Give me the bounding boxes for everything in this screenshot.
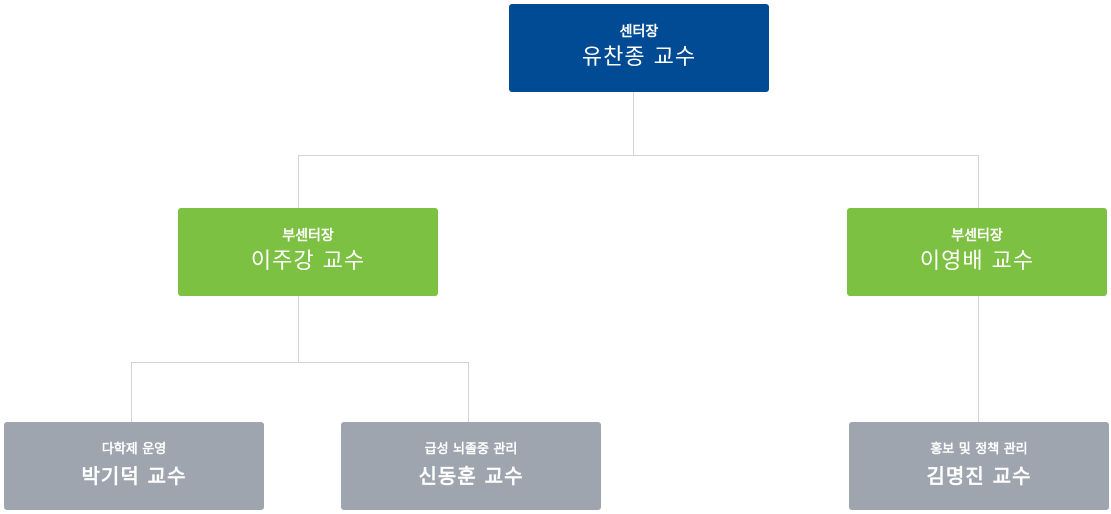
member-box: 다학제 운영 박기덕 교수 xyxy=(4,422,264,510)
vice-director-box: 부센터장 이주강 교수 xyxy=(178,208,438,296)
member-role: 홍보 및 정책 관리 xyxy=(930,442,1028,457)
connector-line xyxy=(468,362,469,422)
member-name: 신동훈 교수 xyxy=(418,464,524,488)
connector-line xyxy=(298,155,979,156)
member-box: 급성 뇌졸중 관리 신동훈 교수 xyxy=(341,422,601,510)
connector-line xyxy=(978,155,979,208)
connector-line xyxy=(633,92,634,155)
vice-director-name: 이주강 교수 xyxy=(250,249,366,274)
vice-director-role: 부센터장 xyxy=(951,228,1003,244)
vice-director-box: 부센터장 이영배 교수 xyxy=(847,208,1107,296)
member-role: 다학제 운영 xyxy=(101,442,167,457)
connector-line xyxy=(131,362,132,422)
director-name: 유찬종 교수 xyxy=(581,45,697,70)
connector-line xyxy=(298,296,299,362)
director-box: 센터장 유찬종 교수 xyxy=(509,4,769,92)
vice-director-name: 이영배 교수 xyxy=(919,249,1035,274)
connector-line xyxy=(298,155,299,208)
vice-director-role: 부센터장 xyxy=(282,228,334,244)
member-role: 급성 뇌졸중 관리 xyxy=(424,442,518,457)
member-name: 박기덕 교수 xyxy=(81,464,187,488)
connector-line xyxy=(978,296,979,422)
director-role: 센터장 xyxy=(619,24,659,40)
member-name: 김명진 교수 xyxy=(926,464,1032,488)
connector-line xyxy=(131,362,469,363)
member-box: 홍보 및 정책 관리 김명진 교수 xyxy=(849,422,1109,510)
